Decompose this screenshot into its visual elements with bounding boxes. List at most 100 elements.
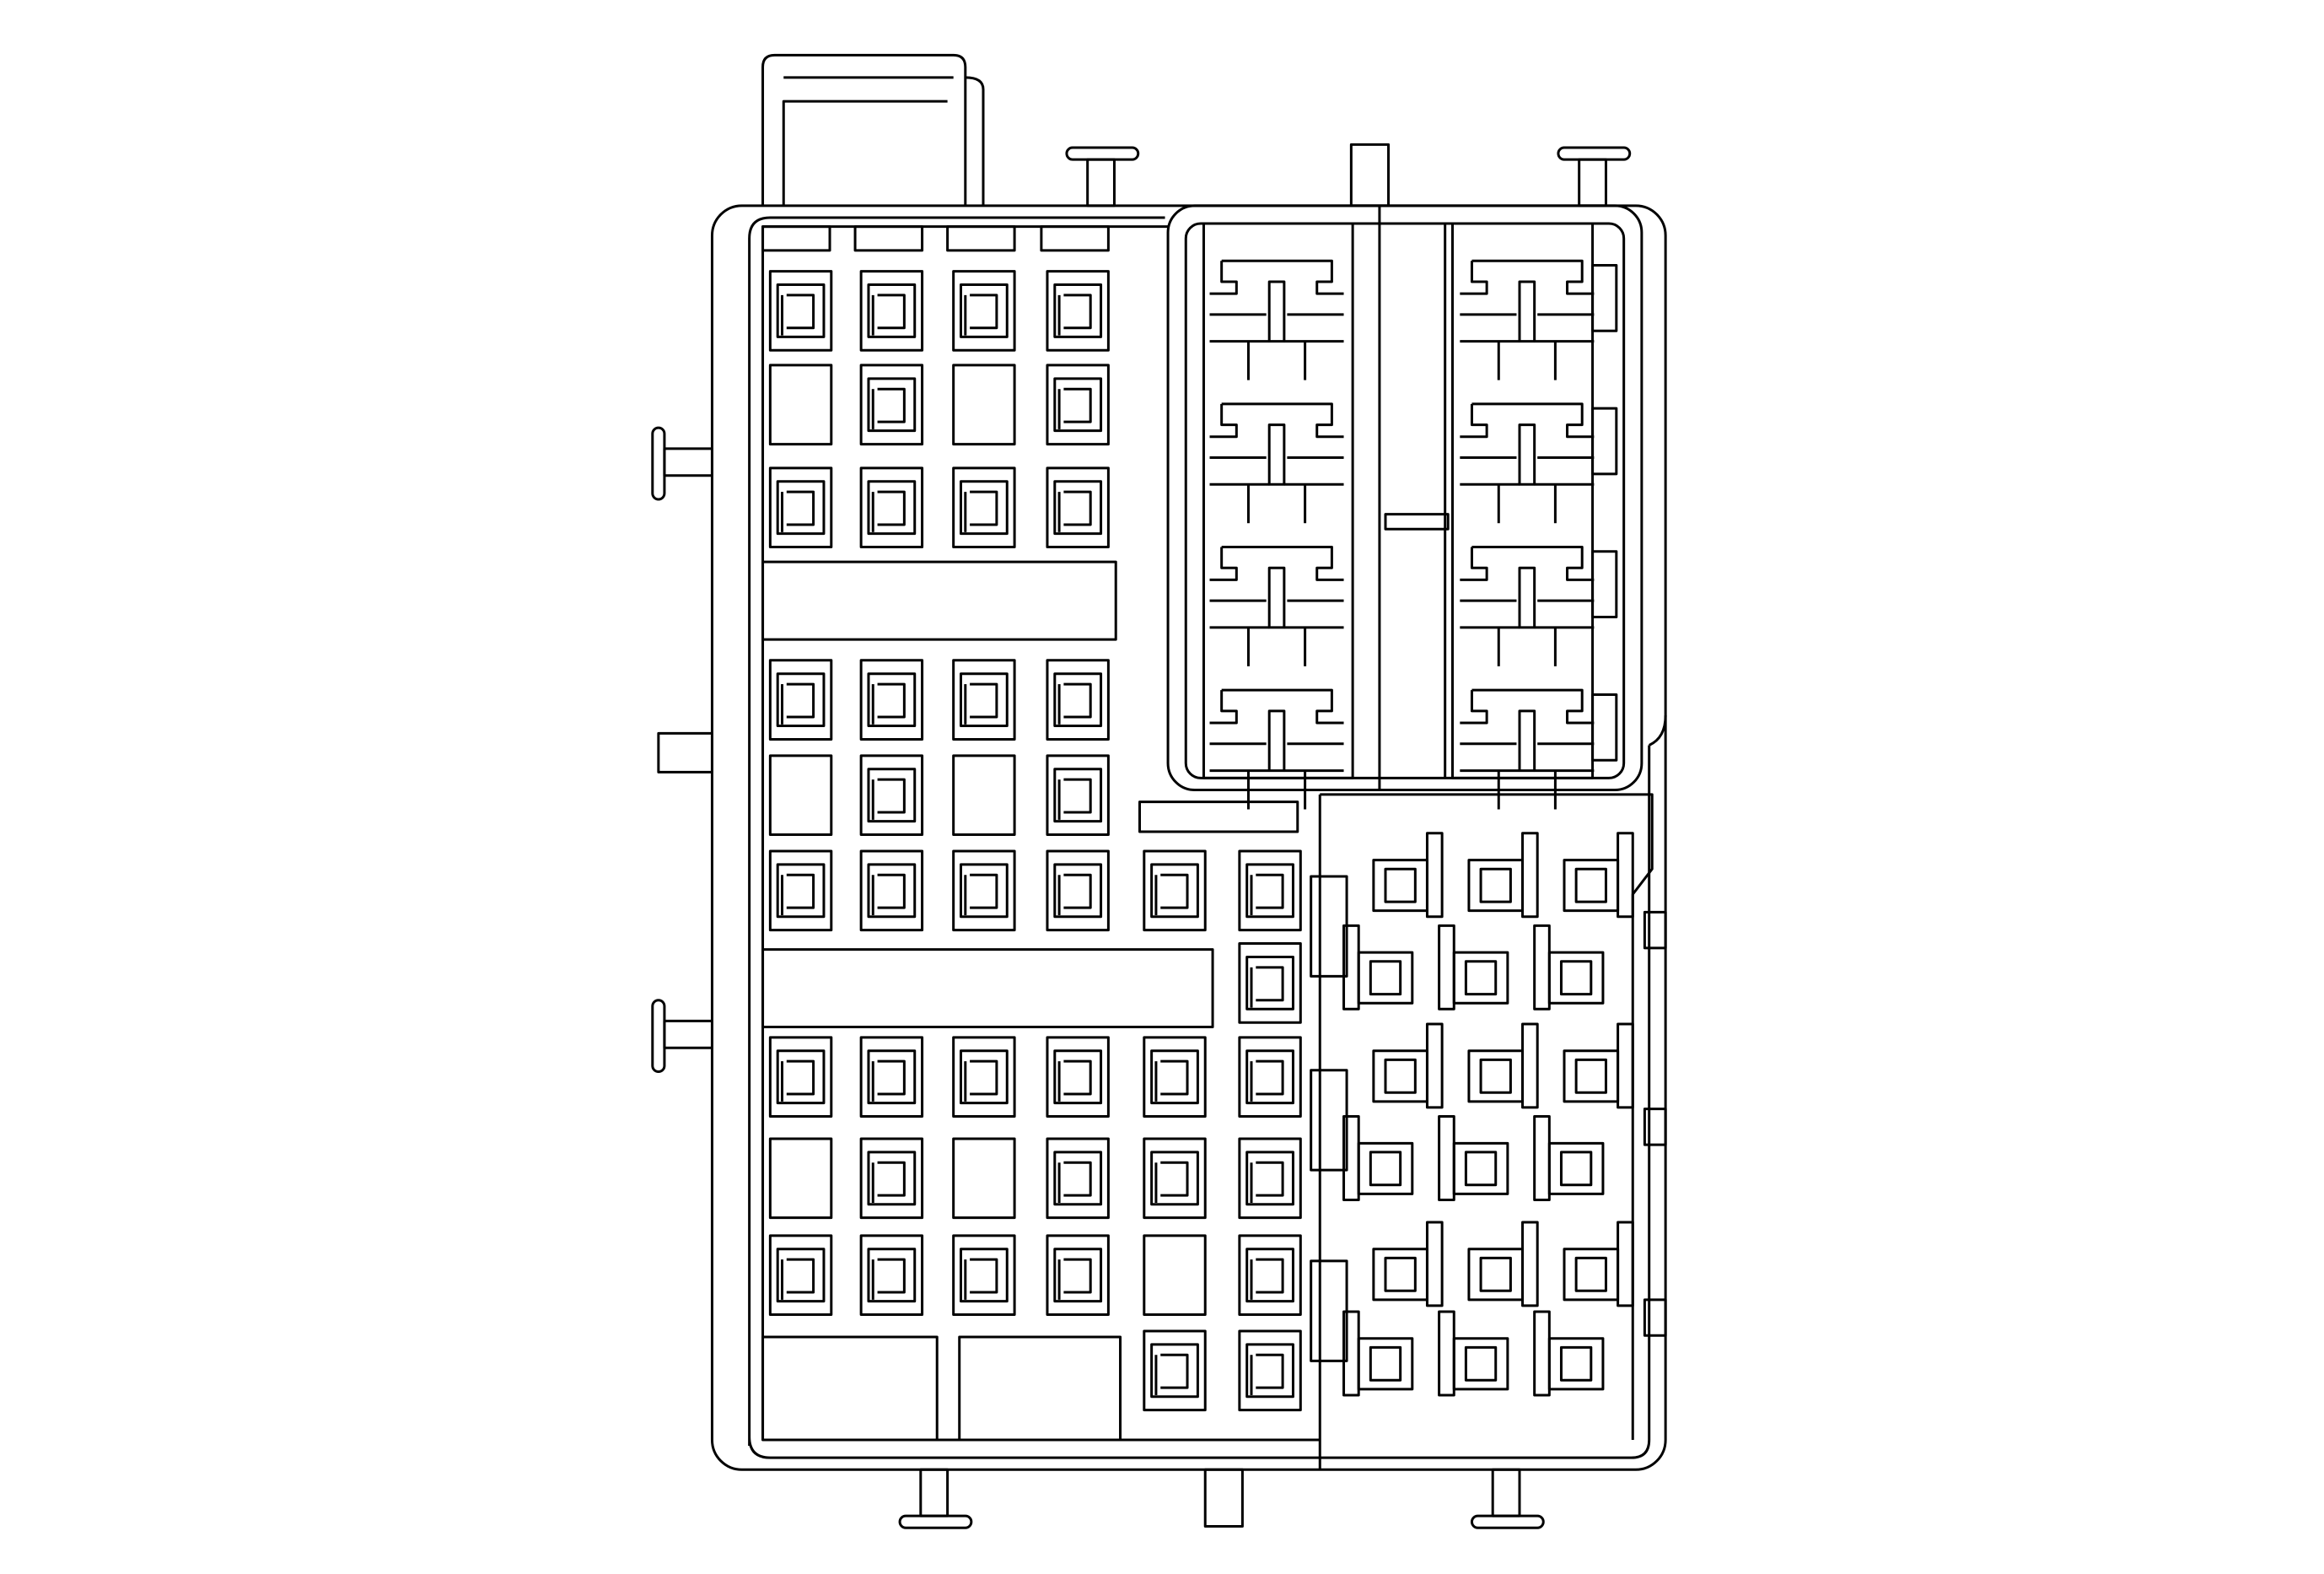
bottom-mounting-posts (900, 1469, 1543, 1528)
fuse-terminal (861, 1038, 922, 1117)
connector-pin (1344, 1117, 1412, 1200)
fuse-terminal (861, 1139, 922, 1218)
fuse-terminal (1240, 1139, 1300, 1218)
relay-socket (1460, 547, 1594, 666)
fuse-terminal (861, 851, 922, 930)
mounting-tab-bottom-left (900, 1469, 971, 1528)
connector-pin (1469, 833, 1537, 917)
fuse-terminal (1240, 1038, 1300, 1117)
connector-pin (1564, 833, 1633, 917)
fuse-terminal (861, 660, 922, 740)
relay-socket (1460, 690, 1594, 809)
relay-socket (1460, 261, 1594, 380)
mounting-tab-left-2 (659, 733, 713, 772)
relay-socket (1210, 404, 1344, 523)
connector-pin (1535, 1117, 1603, 1200)
fuse-terminal (770, 660, 831, 740)
connector-pin (1344, 925, 1412, 1009)
mounting-tab-top-right (1558, 148, 1630, 206)
fuse-terminal (1047, 1038, 1108, 1117)
fuse-terminal (1047, 468, 1108, 547)
fuse-terminal (954, 1038, 1014, 1117)
empty-slot (954, 756, 1014, 835)
fuse-terminal (954, 1236, 1014, 1315)
left-mounting-tabs (653, 428, 713, 1071)
fuse-terminal (1144, 851, 1205, 930)
relay-socket (1210, 547, 1344, 666)
fuse-terminal (861, 272, 922, 351)
connector-pin (1439, 1312, 1508, 1395)
connector-guide (1311, 876, 1347, 976)
fuse-terminal (1240, 851, 1300, 930)
bay (960, 1337, 1121, 1440)
connector-pin (1469, 1222, 1537, 1306)
connector-guide (1311, 1261, 1347, 1361)
connector-guide (1311, 1070, 1347, 1170)
top-handle (763, 55, 983, 205)
empty-slot (954, 1139, 1014, 1218)
fuse-terminal (1047, 272, 1108, 351)
fuse-terminal (861, 468, 922, 547)
connector-pin (1535, 1312, 1603, 1395)
mounting-tab-left-3 (653, 1000, 713, 1072)
fuse-terminal (861, 365, 922, 445)
empty-slot (954, 365, 1014, 445)
fuse-terminal (954, 660, 1014, 740)
connector-pin (1564, 1024, 1633, 1108)
mounting-tab-left-1 (653, 428, 713, 499)
relay-socket (1210, 261, 1344, 380)
fuse-terminal (954, 851, 1014, 930)
connector-pin (1439, 1117, 1508, 1200)
connector-pin (1564, 1222, 1633, 1306)
left-fuse-panel (763, 227, 1321, 1440)
fuse-terminal (1047, 851, 1108, 930)
fuse-terminal (1240, 1331, 1300, 1410)
empty-slot (770, 756, 831, 835)
fuse-terminal (1047, 1236, 1108, 1315)
fuse-terminal (954, 468, 1014, 547)
connector-pin (1439, 925, 1508, 1009)
fuse-terminal (1047, 365, 1108, 445)
empty-slot (770, 1139, 831, 1218)
bay (763, 1337, 938, 1440)
connector-pin (1374, 833, 1442, 917)
fuse-terminal (1047, 1139, 1108, 1218)
connector-pin (1344, 1312, 1412, 1395)
fuse-terminal (770, 272, 831, 351)
fuse-terminal (1047, 660, 1108, 740)
fuse-terminal (861, 1236, 922, 1315)
fuse-terminal (1144, 1331, 1205, 1410)
inner-wall (750, 218, 1649, 1458)
fuse-terminal (861, 756, 922, 835)
fuse-terminal (1047, 756, 1108, 835)
fuse-terminal (770, 468, 831, 547)
label-slot (763, 950, 1213, 1027)
label-slot (763, 562, 1116, 639)
connector-pin (1469, 1024, 1537, 1108)
fuse-terminal (770, 851, 831, 930)
empty-slot (770, 365, 831, 445)
center-post-bottom (1205, 1469, 1242, 1526)
fuse-terminal (770, 1038, 831, 1117)
center-post-top (1351, 144, 1388, 205)
relay-label-slot (1140, 802, 1298, 832)
fuse-terminal (1240, 1236, 1300, 1315)
connector-pin (1374, 1024, 1442, 1108)
empty-slot (1144, 1236, 1205, 1315)
fuse-terminal (770, 1236, 831, 1315)
mounting-tab-top-left (1067, 148, 1138, 206)
fuse-terminal (954, 272, 1014, 351)
relay-panel (1168, 206, 1642, 810)
fuse-terminal (1144, 1139, 1205, 1218)
fuse-terminal (1240, 944, 1300, 1023)
relay-side-tabs (1593, 266, 1617, 761)
mounting-tab-bottom-right (1471, 1469, 1543, 1528)
relay-socket (1210, 690, 1344, 809)
relay-socket (1460, 404, 1594, 523)
connector-panel (1311, 833, 1665, 1395)
connector-pin (1374, 1222, 1442, 1306)
connector-pin (1535, 925, 1603, 1009)
relay-panel-frame (1168, 206, 1642, 790)
fuse-terminal (1144, 1038, 1205, 1117)
